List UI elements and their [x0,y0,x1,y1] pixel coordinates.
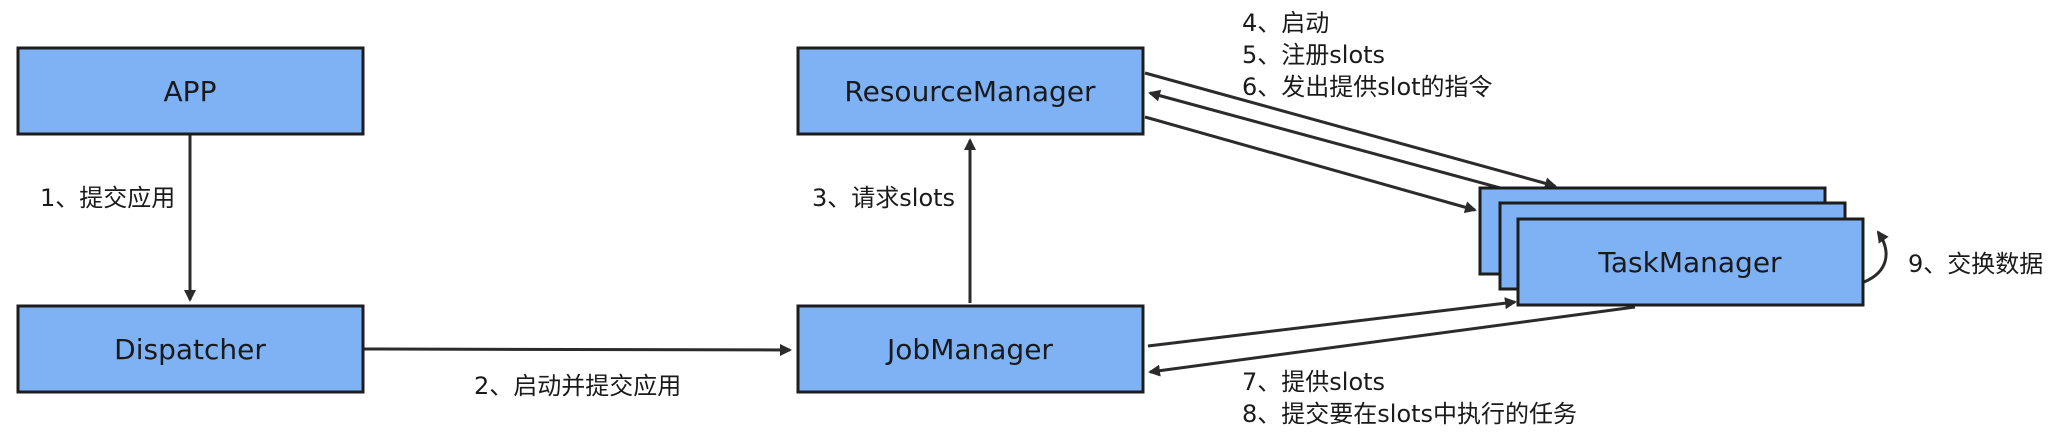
node-dispatcher: Dispatcher [16,304,365,394]
edge-dispatcher-to-jobmanager [362,343,792,356]
label-start-and-submit: 2、启动并提交应用 [474,372,681,400]
node-job-manager-label: JobManager [885,333,1053,366]
label-offer-slots: 7、提供slots [1242,368,1385,396]
node-task-manager-label: TaskManager [1597,246,1782,279]
node-dispatcher-label: Dispatcher [114,333,266,366]
label-submit-app: 1、提交应用 [40,184,175,212]
edge-taskmanager-to-jobmanager [1148,305,1636,377]
label-start: 4、启动 [1242,9,1329,37]
edge-taskmanager-to-resourcemanager-register [1148,89,1531,198]
node-app: APP [16,46,365,136]
label-request-slots: 3、请求slots [812,184,955,212]
node-resource-manager: ResourceManager [796,46,1145,136]
node-app-label: APP [164,75,217,108]
node-job-manager: JobManager [796,304,1145,394]
label-submit-tasks: 8、提交要在slots中执行的任务 [1242,400,1577,428]
label-register-slots: 5、注册slots [1242,41,1385,69]
edge-resourcemanager-to-taskmanager-offer-command [1144,115,1477,214]
node-task-manager-stack: TaskManager [1478,186,1865,307]
task-manager-front [1516,217,1865,307]
node-resource-manager-label: ResourceManager [844,75,1096,108]
label-exchange-data: 9、交换数据 [1908,250,2043,278]
edge-resourcemanager-to-taskmanager-start [1144,71,1557,190]
edge-jobmanager-to-taskmanager [1147,297,1517,348]
edge-taskmanager-self-loop [1863,230,1889,284]
label-offer-slot-command: 6、发出提供slot的指令 [1242,73,1493,101]
